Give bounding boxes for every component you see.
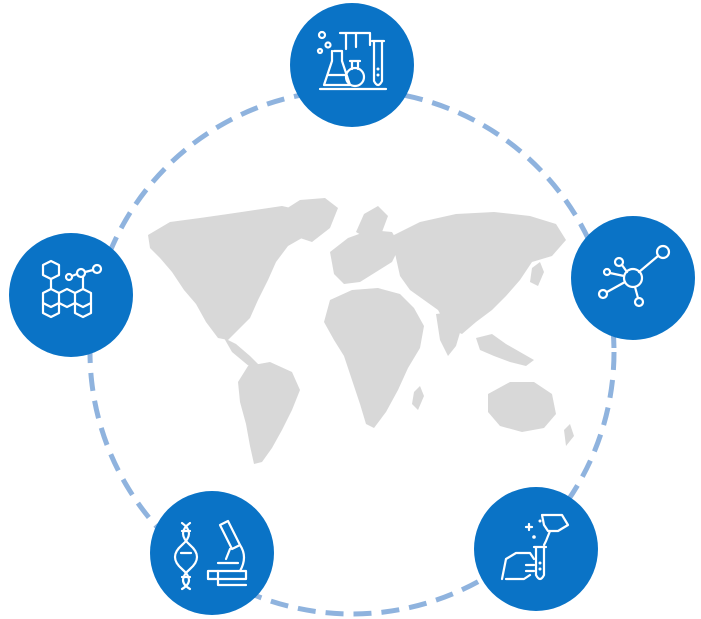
molecule-network-icon <box>597 244 671 308</box>
greenland-shape <box>278 198 338 242</box>
node-circle-right <box>571 216 695 340</box>
node-circle-bottom-left <box>150 491 274 615</box>
new-zealand-shape <box>564 424 574 446</box>
node-test-tube-experiment <box>474 487 598 611</box>
europe-shape <box>330 230 400 284</box>
south-america-shape <box>238 362 300 464</box>
southeast-asia-shape <box>476 334 534 366</box>
india-shape <box>436 312 462 356</box>
north-america-shape <box>148 206 310 340</box>
africa-shape <box>324 288 424 428</box>
hexagon-chemical-structure-icon <box>41 259 103 319</box>
node-genetics-research <box>150 491 274 615</box>
node-chemical-structure <box>9 233 133 357</box>
japan-shape <box>530 262 544 286</box>
asia-shape <box>392 212 566 334</box>
dna-microscope-icon <box>173 519 248 591</box>
world-map <box>148 198 574 464</box>
central-america-shape <box>224 338 262 372</box>
node-molecule <box>571 216 695 340</box>
madagascar-shape <box>412 386 424 410</box>
scandinavia-shape <box>356 206 388 240</box>
node-circle-left <box>9 233 133 357</box>
hands-test-tube-icon <box>500 513 570 581</box>
node-laboratory-equipment <box>290 3 414 127</box>
lab-flasks-icon <box>316 30 388 91</box>
australia-shape <box>488 382 556 432</box>
